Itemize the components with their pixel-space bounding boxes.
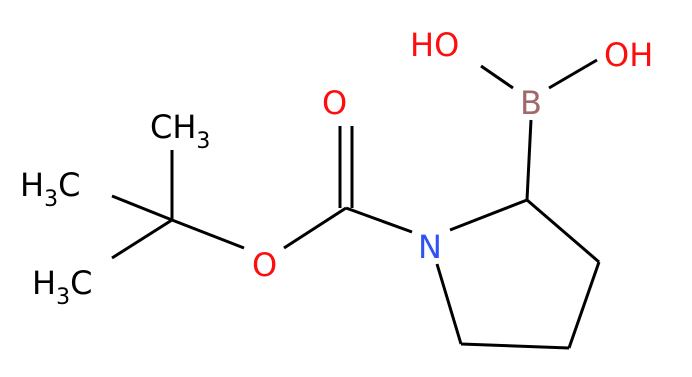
bond-n-c2 [449,198,528,232]
methyl-mid-main: H [20,166,44,204]
atom-label-boron: B [520,84,542,122]
bonds [111,58,601,350]
bond-boron-ho [480,64,514,90]
atom-label-nitrogen: N [418,228,442,266]
bond-cq-ester-oxygen [171,218,245,250]
methyl-top-subscript: 3 [196,129,210,154]
methyl-mid-subscript: 3 [44,187,58,212]
methyl-top-main: CH [150,108,196,146]
methyl-bottom-subscript: 3 [56,285,70,310]
atom-label-methyl-top: CH3 [150,108,210,154]
bond-carbonyl-nitrogen [345,206,413,234]
bond-c3-c4 [567,261,601,349]
atom-label-methyl-bottom: H3C [32,264,92,310]
bond-c2-c3 [526,198,600,264]
atom-label-carbonyl-oxygen: O [322,84,347,122]
bond-c2-boron [525,119,533,201]
atom-labels: HO OH B O O N CH3 H3C H3C [20,26,653,310]
atom-label-ester-oxygen: O [252,246,277,284]
bond-boron-oh [548,58,598,90]
bond-ester-oxygen-carbonyl [283,206,347,250]
atom-label-methyl-mid: H3C [20,166,80,212]
bond-c4-c5 [460,342,570,350]
methyl-bottom-main: H [32,264,56,302]
atom-label-oh-right: OH [604,36,653,74]
atom-label-ho-left: HO [410,26,459,64]
bond-cq-methyl-mid [111,194,173,222]
bond-cq-methyl-bottom [111,218,173,260]
methyl-bottom-tail: C [70,264,92,302]
methyl-mid-tail: C [58,166,80,204]
bond-c5-n [435,263,463,345]
